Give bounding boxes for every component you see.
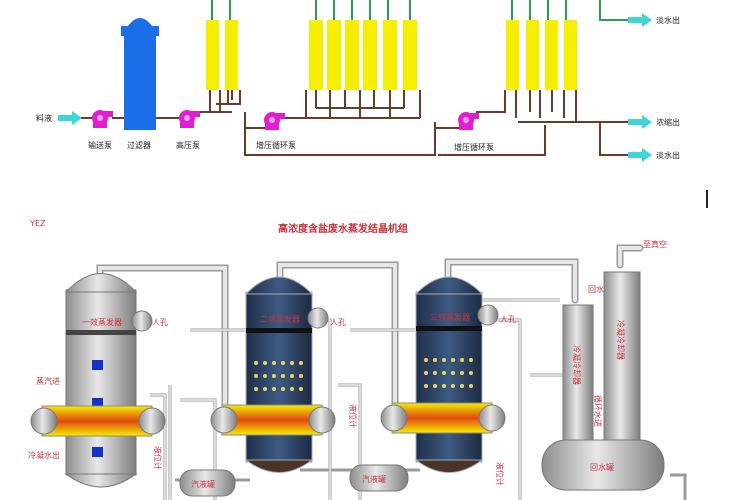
- effect-3-label: 三效蒸发器: [430, 312, 470, 322]
- booster-pump-2-label: 增压循环泵: [454, 142, 494, 152]
- manhole-1-label: 人孔: [152, 318, 168, 327]
- high-pressure-pump-icon: [179, 110, 200, 128]
- separator-tank-2: 汽液罐: [349, 464, 409, 492]
- membrane-tube: [327, 20, 341, 90]
- manhole-2-label: 人孔: [330, 318, 346, 327]
- to-vacuum-label: 至真空: [643, 239, 667, 249]
- corner-mark: YEZ: [29, 219, 46, 228]
- membrane-tube: [383, 20, 397, 90]
- membrane-tube: [506, 20, 519, 90]
- membrane-modules: [206, 20, 577, 90]
- level-gauge-1-label: 液位计: [153, 446, 163, 470]
- top-process: 料液 输送泵 过滤器 高压泵 增压循环泵 增压循环泵: [36, 0, 680, 162]
- membrane-tube: [345, 20, 359, 90]
- spray-nozzles: [254, 361, 303, 391]
- output-label-fresh-water-2: 淡水出: [656, 150, 680, 160]
- membrane-tube: [206, 20, 219, 90]
- separator-1-label: 汽液罐: [191, 479, 215, 489]
- cooling-water-in-label: 循环水进: [593, 395, 603, 427]
- condenser-1-label: 冷凝冷却器: [572, 345, 582, 385]
- steam-in-label: 蒸汽进: [36, 376, 60, 386]
- text-cursor-mark: [706, 190, 708, 208]
- high-pressure-pump-label: 高压泵: [176, 140, 200, 150]
- membrane-tube: [363, 20, 377, 90]
- membrane-tube: [309, 20, 323, 90]
- manhole-icon: [131, 310, 153, 332]
- condenser-2: 冷凝冷却器: [603, 271, 641, 441]
- feed-arrow-icon: [58, 111, 82, 125]
- bottom-process: YEZ 高浓度含盐废水蒸发结晶机组 一效蒸发器 人孔 蒸汽进 冷凝水出: [28, 219, 687, 500]
- membrane-tube: [403, 20, 417, 90]
- membrane-tube: [545, 20, 558, 90]
- effect-1-label: 一效蒸发器: [82, 317, 122, 327]
- feed-label: 料液: [36, 113, 52, 123]
- output-label-concentrate: 浓缩出: [656, 117, 680, 127]
- filter-icon: [121, 18, 159, 130]
- filter-label: 过滤器: [127, 140, 151, 150]
- output-arrow-icon: [628, 115, 652, 129]
- feed-pump-label: 输送泵: [88, 140, 112, 150]
- membrane-tube: [225, 20, 238, 90]
- condenser-2-label: 冷凝冷却器: [616, 320, 626, 360]
- separator-tank-1: 汽液罐: [179, 469, 236, 497]
- receiver-tank: 回水罐: [541, 439, 665, 491]
- manhole-3-label: 人孔: [500, 315, 516, 324]
- separator-2-label: 汽液罐: [362, 474, 386, 484]
- level-gauge-3-label: 液位计: [495, 462, 505, 486]
- evaporator-effect-3: 三效蒸发器 人孔 液位计: [380, 276, 516, 486]
- spray-nozzles: [424, 358, 473, 388]
- membrane-tube: [526, 20, 539, 90]
- membrane-tube: [564, 20, 577, 90]
- heat-exchanger: [41, 405, 153, 437]
- booster-pump-1-label: 增压循环泵: [256, 140, 296, 150]
- receiver-tank-label: 回水罐: [590, 462, 614, 472]
- manhole-icon: [477, 304, 499, 326]
- evaporator-effect-2: 二效蒸发器 人孔 液位计: [210, 276, 358, 473]
- heat-exchanger: [391, 402, 493, 434]
- manhole-icon: [307, 307, 329, 329]
- condenser-1: 冷凝冷却器: [562, 304, 594, 441]
- feed-pump-icon: [92, 110, 113, 128]
- level-gauge-2-label: 液位计: [348, 404, 358, 428]
- return-water-label: 回水: [588, 284, 604, 294]
- condensate-out-label: 冷凝水出: [28, 450, 60, 460]
- output-label-fresh-water-1: 淡水出: [656, 15, 680, 25]
- booster-pump-1-icon: [264, 112, 285, 130]
- output-arrow-icon: [628, 13, 652, 27]
- diagram-title: 高浓度含盐废水蒸发结晶机组: [278, 222, 408, 235]
- output-arrow-icon: [628, 148, 652, 162]
- evaporator-effect-1: 一效蒸发器 人孔 蒸汽进 冷凝水出 液位计: [28, 273, 168, 488]
- effect-2-label: 二效蒸发器: [260, 314, 300, 324]
- booster-pump-2-icon: [458, 112, 479, 130]
